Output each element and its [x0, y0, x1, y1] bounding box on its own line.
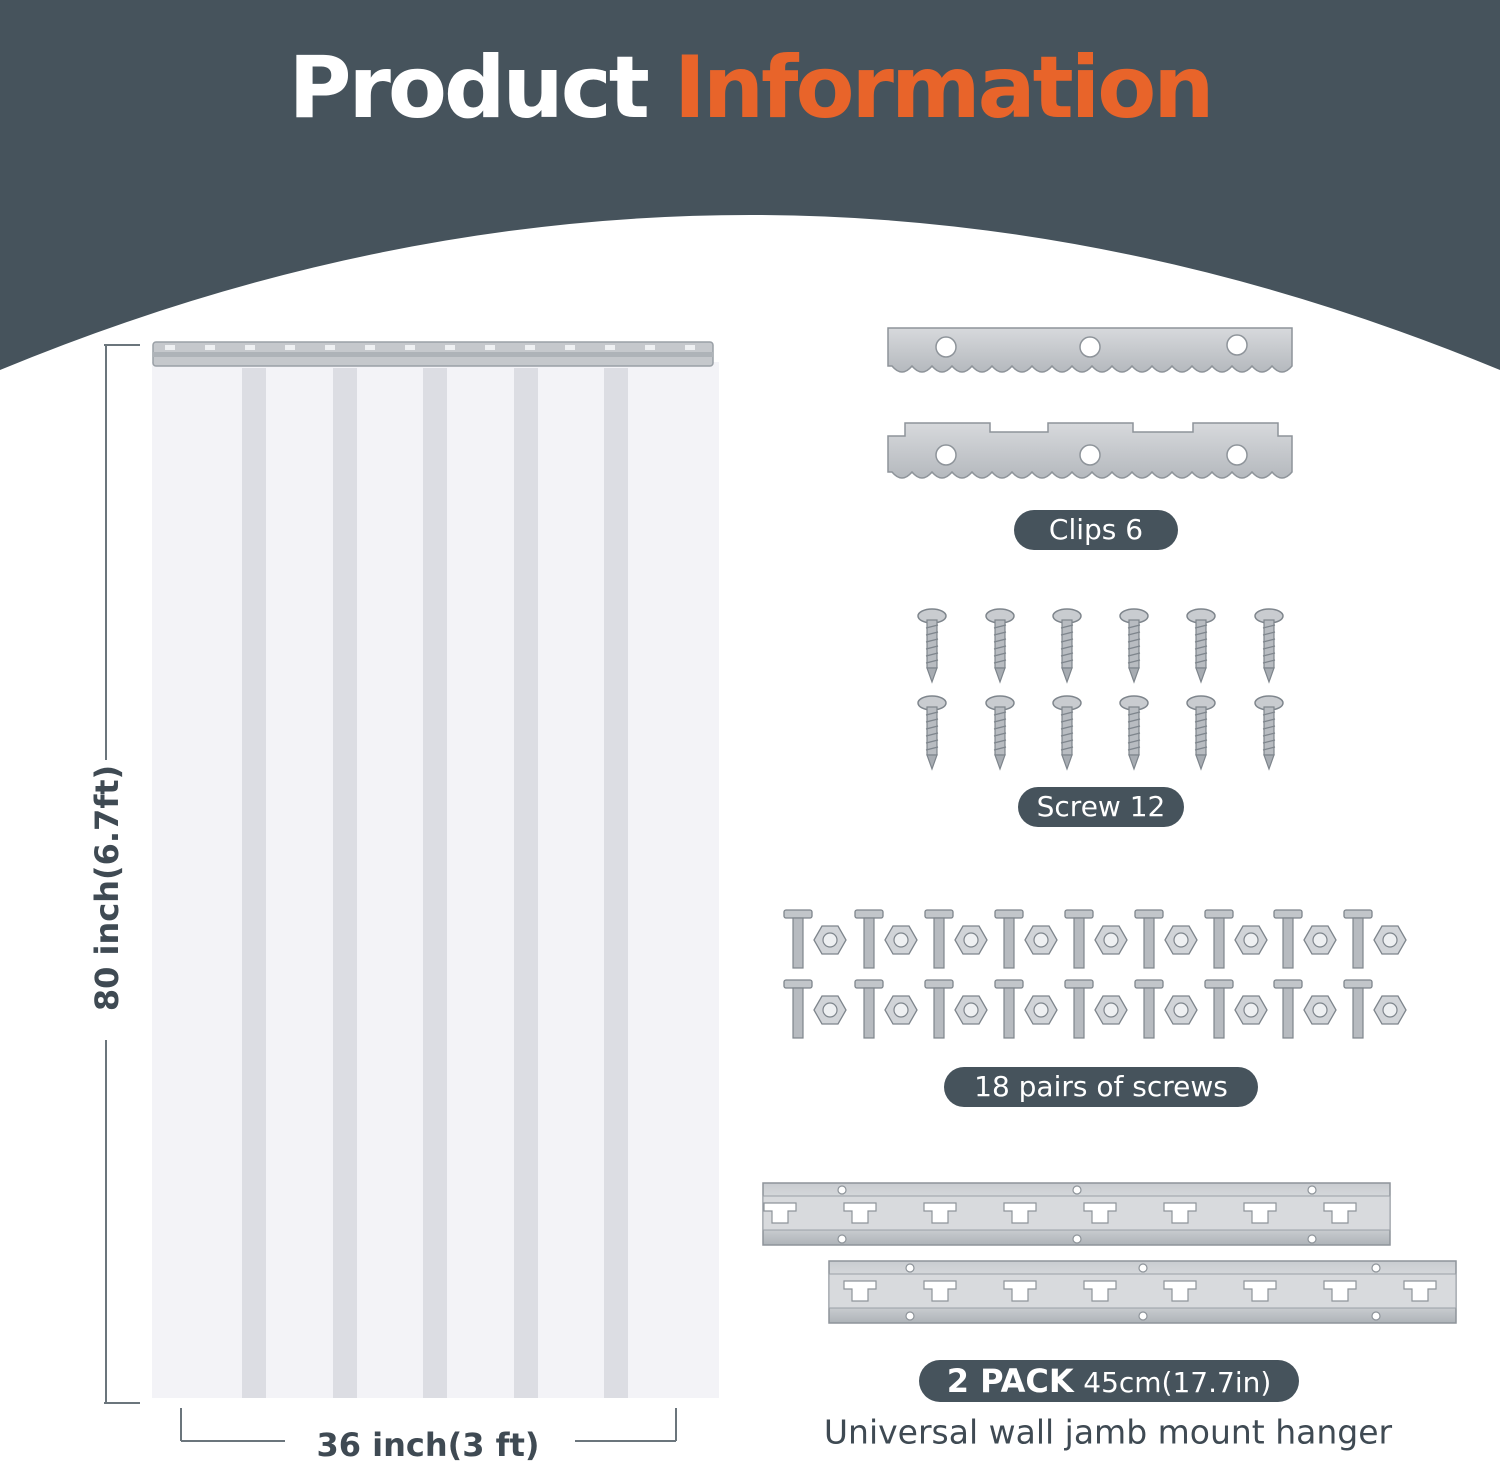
curtain-overlap-strips [242, 368, 628, 1398]
bolt-pairs-label: 18 pairs of screws [944, 1067, 1258, 1107]
pack-count: 2 PACK [946, 1362, 1074, 1400]
pack-size: 45cm(17.7in) [1083, 1366, 1272, 1399]
hanger-pack-label: 2 PACK 45cm(17.7in) [919, 1360, 1299, 1402]
hanger-caption: Universal wall jamb mount hanger [823, 1412, 1393, 1452]
screws-label: Screw 12 [1018, 787, 1184, 827]
hanger-rail [762, 1182, 1391, 1246]
title-main: Product [288, 38, 649, 138]
header-curve [0, 0, 1500, 370]
page-title: Product Information [0, 38, 1500, 138]
hanger-rail [828, 1260, 1457, 1324]
width-dimension-line [180, 1408, 677, 1442]
title-accent: Information [673, 38, 1215, 138]
header-banner: Product Information [0, 0, 1500, 400]
clips-label: Clips 6 [1014, 510, 1178, 550]
curtain-top-rail [152, 341, 714, 367]
width-label: 36 inch(3 ft) [316, 1426, 540, 1464]
height-dimension-line [104, 344, 140, 1404]
